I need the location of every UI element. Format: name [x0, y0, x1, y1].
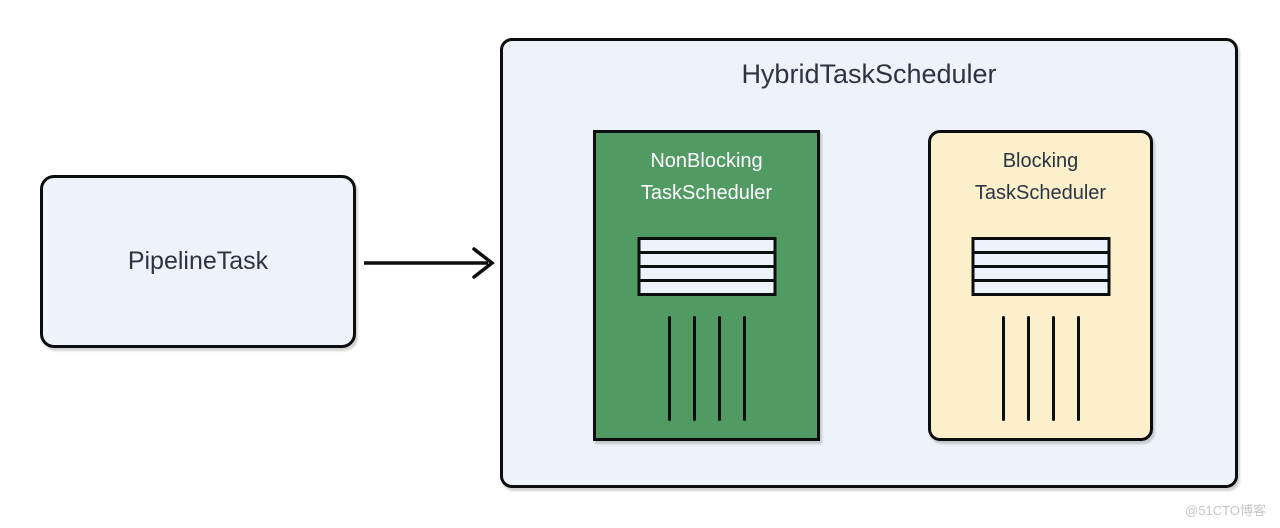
blocking-scheduler-box[interactable]: Blocking TaskScheduler	[928, 130, 1153, 441]
nonblocking-label-line2: TaskScheduler	[640, 182, 773, 204]
blocking-scheduler-label: Blocking TaskScheduler	[931, 145, 1150, 209]
blocking-label-line2: TaskScheduler	[974, 182, 1107, 204]
nonblocking-scheduler-box[interactable]: NonBlocking TaskScheduler	[593, 130, 820, 441]
thread-line	[1001, 316, 1005, 421]
nonblocking-label-line1: NonBlocking	[650, 150, 763, 172]
thread-lines-icon	[667, 316, 746, 421]
queue-row	[640, 254, 773, 265]
queue-row	[974, 240, 1107, 251]
pipeline-task-box[interactable]: PipelineTask	[40, 175, 356, 348]
queue-row	[974, 282, 1107, 293]
pipeline-task-label: PipelineTask	[127, 247, 269, 275]
thread-line	[717, 316, 721, 421]
right-arrow-icon	[364, 247, 495, 279]
hybrid-task-scheduler-container[interactable]: HybridTaskScheduler NonBlocking TaskSche…	[500, 38, 1238, 488]
watermark: @51CTO博客	[1185, 503, 1266, 518]
thread-lines-icon	[1001, 316, 1080, 421]
thread-line	[667, 316, 671, 421]
task-queue-icon	[637, 237, 776, 296]
thread-line	[1051, 316, 1055, 421]
queue-row	[974, 254, 1107, 265]
nonblocking-scheduler-label: NonBlocking TaskScheduler	[596, 145, 817, 209]
thread-line	[1026, 316, 1030, 421]
queue-row	[640, 240, 773, 251]
thread-line	[692, 316, 696, 421]
queue-row	[974, 268, 1107, 279]
queue-row	[640, 282, 773, 293]
blocking-label-line1: Blocking	[1002, 150, 1079, 172]
queue-row	[640, 268, 773, 279]
task-queue-icon	[971, 237, 1110, 296]
thread-line	[1076, 316, 1080, 421]
container-title: HybridTaskScheduler	[741, 59, 997, 89]
thread-line	[742, 316, 746, 421]
